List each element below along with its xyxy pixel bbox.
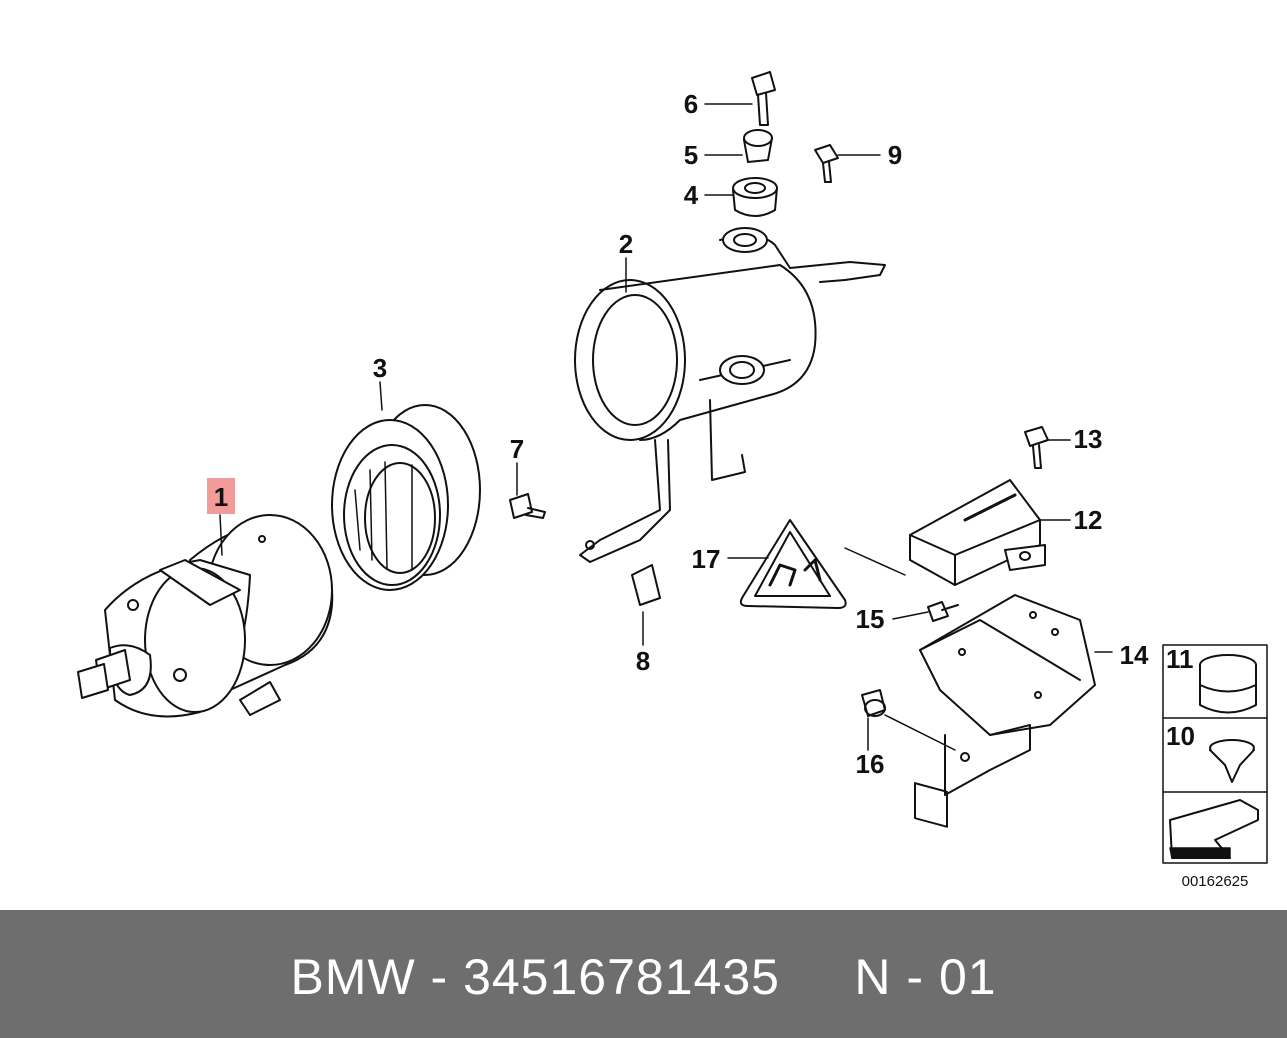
legend-label-11: 11 <box>1166 644 1194 674</box>
part-2-bracket <box>574 227 886 563</box>
part-1-motor <box>77 514 334 718</box>
ref-number: 00162625 <box>1182 873 1249 890</box>
callout-7: 7 <box>510 434 524 464</box>
part-17-warning-label <box>739 519 906 609</box>
callout-1: 1 <box>214 482 228 512</box>
callout-5: 5 <box>684 140 698 170</box>
callout-9: 9 <box>888 140 902 170</box>
parts-diagram: 1 2 3 4 5 6 7 8 9 12 13 14 15 16 17 11 1… <box>77 71 1268 890</box>
callout-8: 8 <box>636 646 650 676</box>
callout-4: 4 <box>684 180 699 210</box>
callout-13: 13 <box>1074 424 1103 454</box>
footer-bar <box>0 910 1287 1038</box>
part-12-sensor <box>909 479 1046 828</box>
callout-12: 12 <box>1074 505 1103 535</box>
part-3-coupling <box>331 404 481 591</box>
part-14-mount <box>861 594 1096 796</box>
legend-label-10: 10 <box>1166 721 1195 751</box>
leader-lines <box>219 103 1113 751</box>
callout-3: 3 <box>373 353 387 383</box>
footer-caption: BMW - 34516781435 N - 01 <box>290 949 997 1005</box>
callout-6: 6 <box>684 89 698 119</box>
callout-14: 14 <box>1120 640 1149 670</box>
callout-16: 16 <box>856 749 885 779</box>
callout-2: 2 <box>619 229 633 259</box>
callout-labels: 1 2 3 4 5 6 7 8 9 12 13 14 15 16 17 11 1… <box>214 89 1195 779</box>
fasteners <box>509 71 1049 606</box>
callout-17: 17 <box>692 544 721 574</box>
callout-15: 15 <box>856 604 885 634</box>
callout-1-highlight <box>207 478 235 514</box>
legend-box <box>1162 644 1268 864</box>
